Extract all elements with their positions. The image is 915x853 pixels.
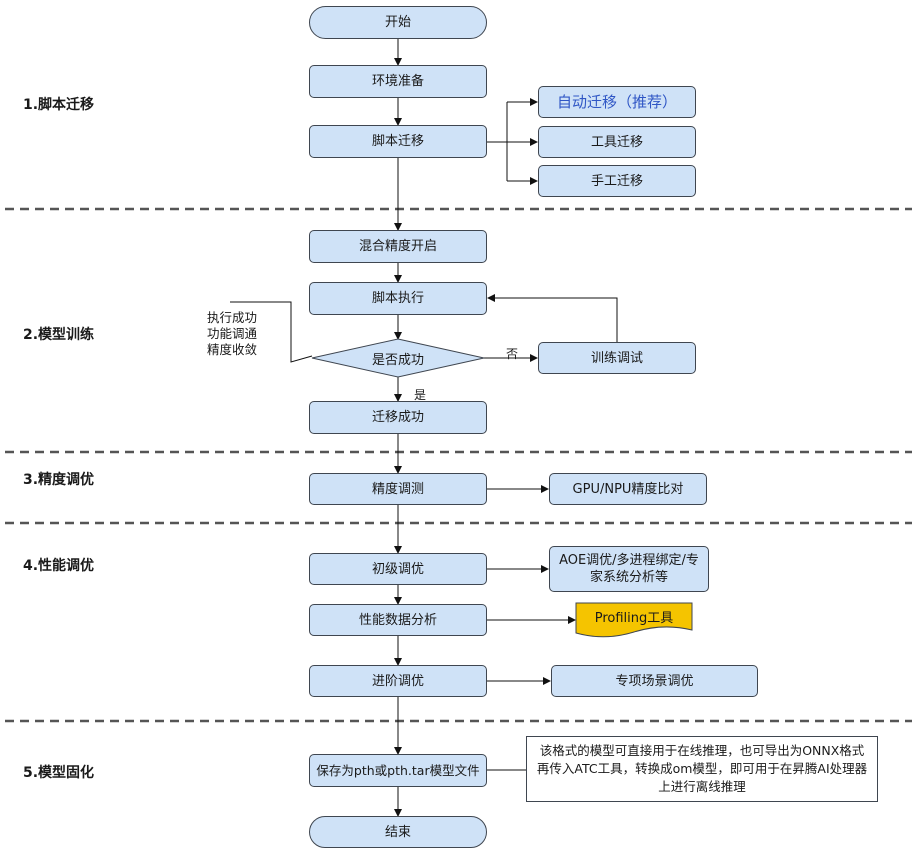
node-env-prepare[interactable]: 环境准备: [309, 65, 487, 98]
node-special-tune[interactable]: 专项场景调优: [551, 665, 758, 697]
node-auto-migrate[interactable]: 自动迁移（推荐）: [538, 86, 696, 118]
node-profiling-tool[interactable]: Profiling工具: [576, 603, 692, 630]
node-train-debug[interactable]: 训练调试: [538, 342, 696, 374]
criteria-callout: [230, 301, 313, 363]
node-mixed-precision[interactable]: 混合精度开启: [309, 230, 487, 263]
edge-label-yes: 是: [414, 388, 427, 402]
section-label-model-training: 2.模型训练: [23, 327, 95, 343]
edge-debug-loop: [487, 294, 618, 342]
node-gpu-npu-compare[interactable]: GPU/NPU精度比对: [549, 473, 707, 505]
node-manual-migrate[interactable]: 手工迁移: [538, 165, 696, 197]
node-precision-tune-label: 精度调测: [371, 481, 424, 497]
node-mixed-precision-label: 混合精度开启: [358, 239, 437, 254]
node-precision-tune[interactable]: 精度调测: [309, 473, 487, 505]
criteria-line-2: 功能调通: [207, 326, 258, 341]
save-model-note: 该格式的模型可直接用于在线推理，也可导出为ONNX格式再传入ATC工具，转换成o…: [526, 736, 878, 802]
node-env-prepare-label: 环境准备: [371, 74, 424, 89]
node-end[interactable]: 结束: [309, 816, 487, 848]
criteria-line-1: 执行成功: [207, 310, 258, 325]
section-label-precision-tuning: 3.精度调优: [23, 472, 95, 488]
node-profiling-tool-label: Profiling工具: [594, 611, 674, 626]
node-is-success-label: 是否成功: [371, 352, 424, 368]
node-is-success[interactable]: 是否成功: [312, 339, 484, 377]
node-script-migrate[interactable]: 脚本迁移: [309, 125, 487, 158]
node-script-migrate-label: 脚本迁移: [371, 134, 424, 149]
node-advanced-tune-label: 进阶调优: [371, 673, 424, 689]
node-start-label: 开始: [384, 15, 411, 30]
node-special-tune-label: 专项场景调优: [615, 673, 694, 689]
node-script-exec-label: 脚本执行: [371, 291, 424, 306]
node-save-model-label: 保存为pth或pth.tar模型文件: [316, 763, 480, 778]
node-basic-tune[interactable]: 初级调优: [309, 553, 487, 585]
node-manual-migrate-label: 手工迁移: [590, 173, 643, 189]
profiling-shape: [575, 602, 693, 638]
section-label-script-migration: 1.脚本迁移: [23, 97, 95, 113]
node-tool-migrate[interactable]: 工具迁移: [538, 126, 696, 158]
node-auto-migrate-label: 自动迁移（推荐）: [556, 92, 677, 111]
node-train-debug-label: 训练调试: [590, 350, 643, 366]
save-model-note-text: 该格式的模型可直接用于在线推理，也可导出为ONNX格式再传入ATC工具，转换成o…: [536, 743, 868, 794]
section-label-model-solidify: 5.模型固化: [23, 765, 95, 781]
node-migrate-success[interactable]: 迁移成功: [309, 401, 487, 434]
edge-label-no: 否: [506, 347, 519, 361]
node-script-exec[interactable]: 脚本执行: [309, 282, 487, 315]
node-aoe-tune-label: AOE调优/多进程绑定/专家系统分析等: [559, 553, 699, 585]
node-save-model[interactable]: 保存为pth或pth.tar模型文件: [309, 754, 487, 787]
node-start[interactable]: 开始: [309, 6, 487, 39]
node-gpu-npu-compare-label: GPU/NPU精度比对: [572, 481, 684, 497]
node-end-label: 结束: [384, 824, 411, 840]
section-dividers: [5, 207, 912, 723]
node-advanced-tune[interactable]: 进阶调优: [309, 665, 487, 697]
criteria-line-3: 精度收敛: [207, 342, 258, 357]
section-label-performance-tuning: 4.性能调优: [23, 558, 95, 574]
node-basic-tune-label: 初级调优: [371, 561, 424, 577]
node-perf-analysis-label: 性能数据分析: [358, 612, 437, 628]
success-criteria-note: 执行成功 功能调通 精度收敛: [207, 310, 287, 358]
node-perf-analysis[interactable]: 性能数据分析: [309, 604, 487, 636]
decision-diamond: [311, 338, 485, 378]
node-aoe-tune[interactable]: AOE调优/多进程绑定/专家系统分析等: [549, 546, 709, 592]
node-migrate-success-label: 迁移成功: [371, 410, 424, 425]
node-tool-migrate-label: 工具迁移: [590, 134, 643, 150]
